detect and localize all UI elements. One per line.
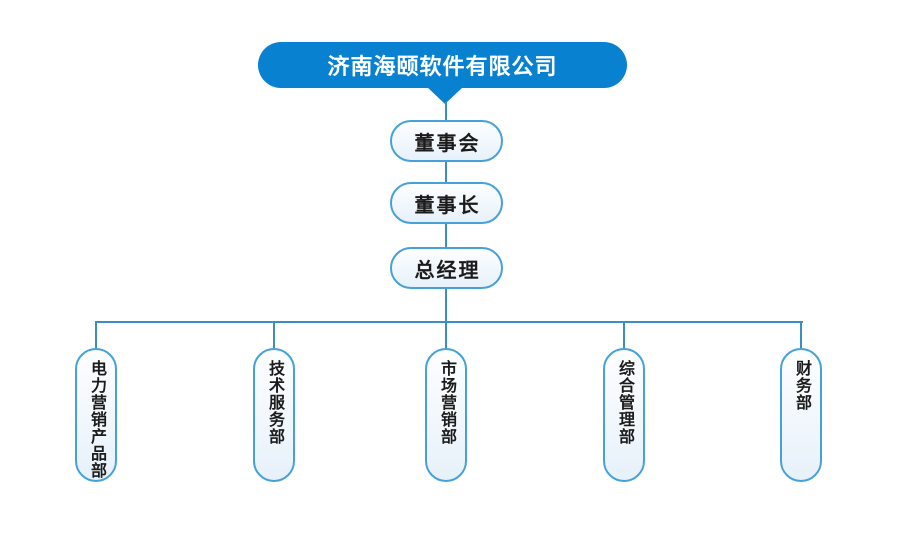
connector-gm-to-rail (445, 289, 447, 321)
connector-drop-5 (800, 321, 802, 348)
connector-drop-1 (95, 321, 97, 348)
node-label: 总经理 (414, 259, 481, 282)
dept-node-technical-service: 技术服务部 (253, 348, 295, 482)
node-label: 董事会 (414, 132, 481, 155)
node-label: 董事长 (414, 194, 481, 217)
dept-label: 技术服务部 (266, 360, 283, 445)
connector-root-to-board (445, 102, 447, 121)
dept-node-general-management: 综合管理部 (603, 348, 645, 482)
connector-chairman-to-gm (445, 224, 447, 247)
company-root-node: 济南海颐软件有限公司 (258, 42, 627, 88)
dept-label: 电力营销产品部 (88, 360, 105, 479)
node-general-manager: 总经理 (390, 247, 503, 289)
dept-label: 综合管理部 (616, 360, 633, 445)
connector-drop-4 (623, 321, 625, 348)
dept-label: 市场营销部 (438, 360, 455, 445)
connector-board-to-chairman (445, 162, 447, 182)
dept-node-marketing: 市场营销部 (425, 348, 467, 482)
company-name-label: 济南海颐软件有限公司 (327, 54, 558, 79)
dept-node-finance: 财务部 (780, 348, 822, 482)
dept-label: 财务部 (793, 360, 810, 411)
company-root-pointer (426, 86, 464, 104)
dept-node-power-marketing-products: 电力营销产品部 (75, 348, 117, 482)
connector-drop-3 (445, 321, 447, 348)
node-chairman: 董事长 (390, 182, 503, 224)
connector-rail (95, 321, 803, 323)
node-board-of-directors: 董事会 (390, 120, 503, 162)
connector-drop-2 (273, 321, 275, 348)
